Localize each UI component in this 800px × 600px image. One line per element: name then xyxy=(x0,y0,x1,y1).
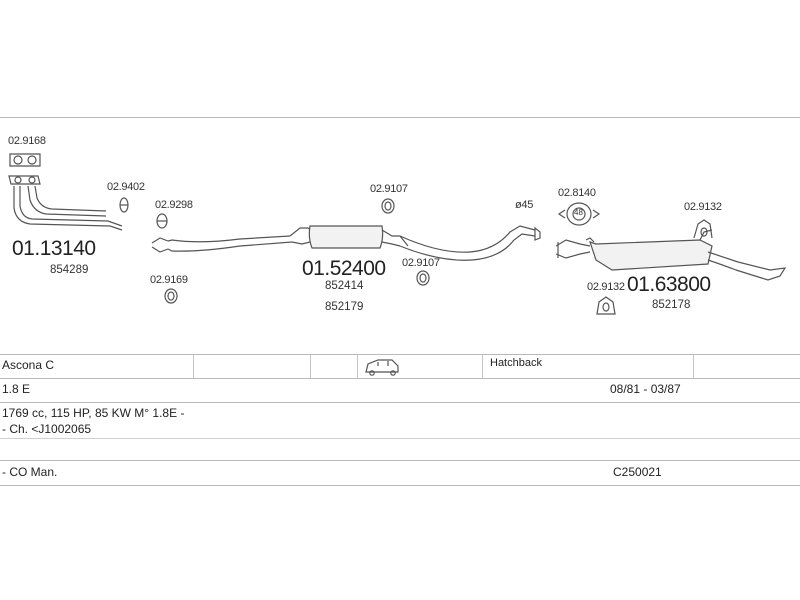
rubber-mount-b-drawing xyxy=(416,270,430,286)
rubber-mount-a-ref: 02.9107 xyxy=(370,183,408,195)
center-silencer-drawing xyxy=(151,225,541,261)
ring-a-ref: 02.9169 xyxy=(150,274,188,286)
clamp-a-drawing xyxy=(119,197,129,213)
col-divider-2 xyxy=(310,355,311,378)
col-divider-4 xyxy=(482,355,483,378)
table-bottom-border xyxy=(0,485,800,486)
mount-d-ref: 02.9132 xyxy=(684,201,722,213)
row-divider-2 xyxy=(0,402,800,403)
rubber-mount-a-drawing xyxy=(381,198,395,214)
bracket-ref: 02.8140 xyxy=(558,187,596,199)
table-top-border xyxy=(0,354,800,355)
hatchback-car-icon xyxy=(365,359,399,376)
vehicle-period: 08/81 - 03/87 xyxy=(610,382,681,396)
front-pipe-oe: 854289 xyxy=(50,264,89,276)
pipe-diameter: ø45 xyxy=(515,199,534,211)
mount-c-ref: 02.9132 xyxy=(587,281,625,293)
vehicle-spec: 1769 cc, 115 HP, 85 KW M° 1.8E - xyxy=(2,406,185,420)
row-divider-3 xyxy=(0,438,800,439)
row-divider-1 xyxy=(0,378,800,379)
flange-gasket-drawing xyxy=(9,153,41,167)
catalog-code: C250021 xyxy=(613,465,662,479)
rear-silencer-oe: 852178 xyxy=(652,299,691,311)
rubber-mount-b-ref: 02.9107 xyxy=(402,257,440,269)
top-divider xyxy=(0,117,800,118)
center-silencer-code: 01.52400 xyxy=(302,257,386,280)
rear-silencer-code: 01.63800 xyxy=(627,273,711,296)
front-pipe-code: 01.13140 xyxy=(12,237,96,260)
mount-c-drawing xyxy=(596,296,616,315)
vehicle-note: - CO Man. xyxy=(2,465,58,479)
clamp-b-drawing xyxy=(156,213,168,229)
mount-d-drawing xyxy=(693,219,713,239)
col-divider-1 xyxy=(193,355,194,378)
vehicle-body: Hatchback xyxy=(490,357,542,369)
center-silencer-oe-2: 852179 xyxy=(325,301,364,313)
row-divider-4 xyxy=(0,460,800,461)
center-silencer-oe-1: 852414 xyxy=(325,280,364,292)
rear-silencer-drawing xyxy=(555,229,787,281)
bracket-drawing xyxy=(557,202,601,226)
col-divider-5 xyxy=(693,355,694,378)
front-pipe-drawing xyxy=(8,175,123,231)
flange-gasket-ref: 02.9168 xyxy=(8,135,46,147)
ring-a-drawing xyxy=(164,288,178,304)
bracket-size-label: 48 xyxy=(574,208,583,217)
col-divider-3 xyxy=(357,355,358,378)
vehicle-model: Ascona C xyxy=(2,358,55,372)
clamp-a-ref: 02.9402 xyxy=(107,181,145,193)
clamp-b-ref: 02.9298 xyxy=(155,199,193,211)
vehicle-chassis: - Ch. <J1002065 xyxy=(2,422,92,436)
vehicle-engine: 1.8 E xyxy=(2,382,31,396)
